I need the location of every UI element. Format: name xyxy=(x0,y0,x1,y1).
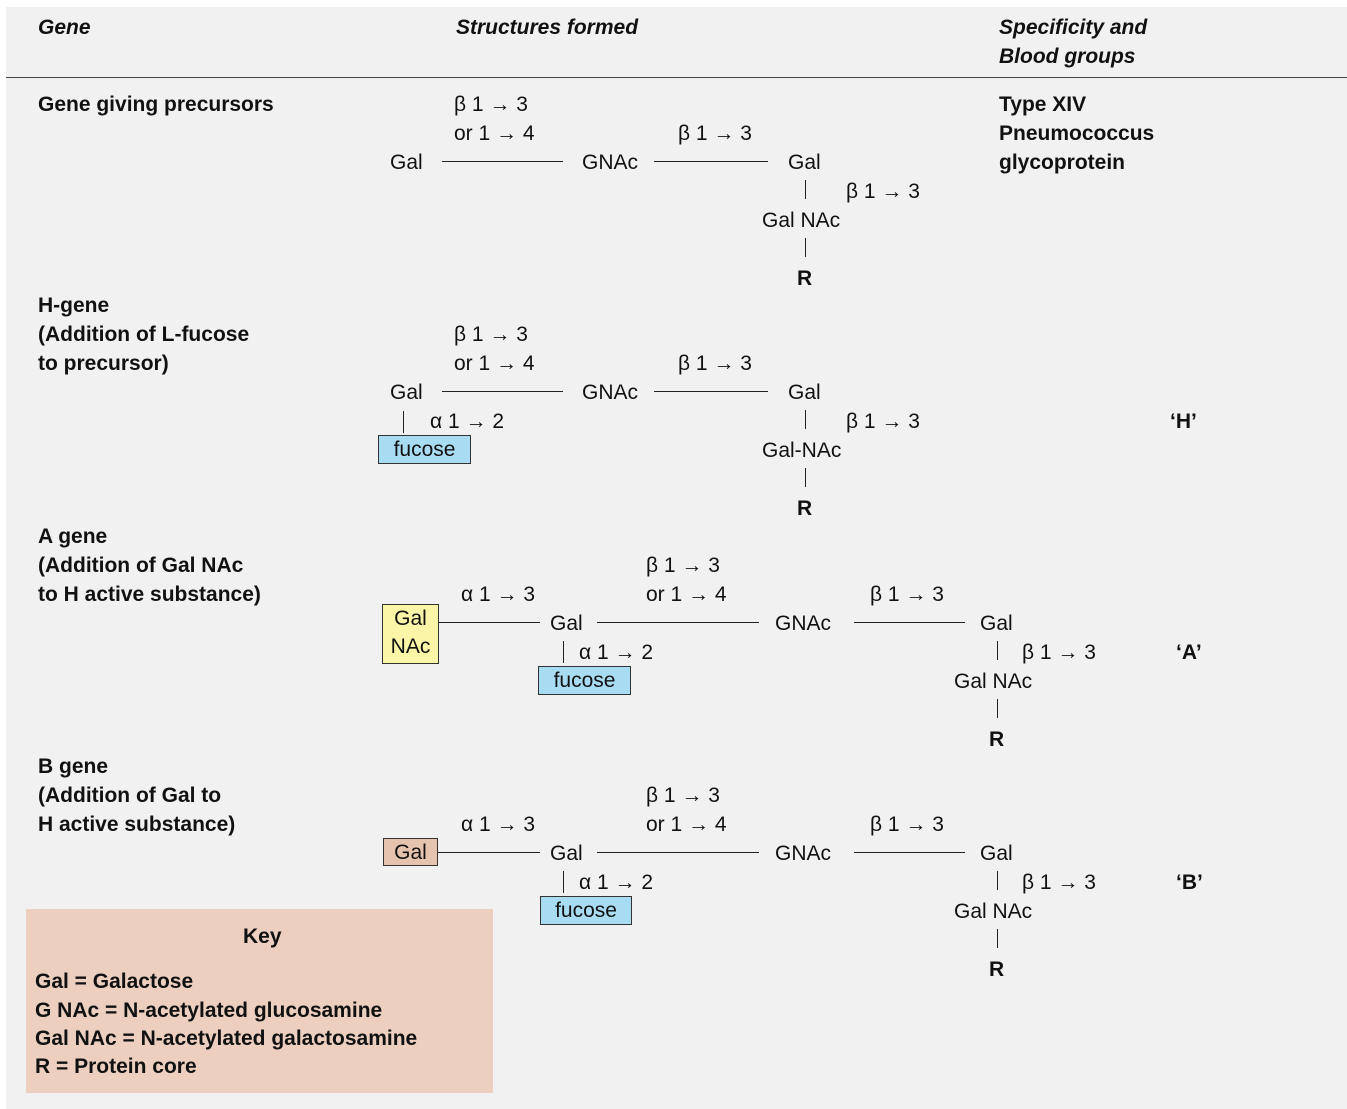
row4-link-or14: or 1 → 4 xyxy=(646,813,727,836)
row3-galnac: Gal NAc xyxy=(954,670,1033,693)
row3-bond xyxy=(439,622,540,624)
row2-link-b13-2: β 1 → 3 xyxy=(678,352,752,375)
row3-gene-line1: A gene xyxy=(38,525,108,548)
row3-gene-line2: (Addition of Gal NAc xyxy=(38,554,244,577)
row3-link-b13: β 1 → 3 xyxy=(646,554,720,577)
row3-link-b13-2: β 1 → 3 xyxy=(870,583,944,606)
key-item: R = Protein core xyxy=(35,1055,197,1078)
row1-bond xyxy=(654,161,768,163)
row2-gal: Gal xyxy=(390,381,423,404)
row3-gal-2: Gal xyxy=(980,612,1013,635)
row1-bond xyxy=(805,180,807,199)
row3-bond xyxy=(997,699,999,718)
row4-gene-line3: H active substance) xyxy=(38,813,236,836)
row1-gnac: GNAc xyxy=(582,151,639,174)
row4-bond xyxy=(438,852,540,854)
row2-gene-line1: H-gene xyxy=(38,294,110,317)
row1-link-or14: or 1 → 4 xyxy=(454,122,535,145)
row1-link-b13: β 1 → 3 xyxy=(454,93,528,116)
row3-r: R xyxy=(989,728,1005,751)
row2-gene-line3: to precursor) xyxy=(38,352,169,375)
row2-blood-group: ‘H’ xyxy=(1170,410,1197,433)
row1-spec-line1: Type XIV xyxy=(999,93,1087,116)
row3-bond xyxy=(597,622,759,624)
key-item: Gal = Galactose xyxy=(35,970,194,993)
key-title: Key xyxy=(243,925,282,948)
header-rule xyxy=(6,77,1347,78)
row4-bond xyxy=(563,871,565,893)
row4-gal: Gal xyxy=(550,842,583,865)
row4-gnac: GNAc xyxy=(775,842,832,865)
row4-bond xyxy=(597,852,759,854)
row3-gal: Gal xyxy=(550,612,583,635)
row2-gnac: GNAc xyxy=(582,381,639,404)
row1-bond xyxy=(442,161,563,163)
row4-galnac: Gal NAc xyxy=(954,900,1033,923)
row2-link-a12: α 1 → 2 xyxy=(430,410,505,433)
row4-link-b13-2: β 1 → 3 xyxy=(870,813,944,836)
row2-link-b13: β 1 → 3 xyxy=(454,323,528,346)
key-item: Gal NAc = N-acetylated galactosamine xyxy=(35,1027,418,1050)
row4-link-a12: α 1 → 2 xyxy=(579,871,654,894)
row4-gal-box: Gal xyxy=(383,838,438,866)
row2-bond xyxy=(805,410,807,429)
row3-fucose-box: fucose xyxy=(538,666,631,695)
row2-bond xyxy=(805,468,807,487)
row2-fucose-box: fucose xyxy=(378,435,471,464)
row2-link-b13-3: β 1 → 3 xyxy=(846,410,920,433)
header-specificity: Specificity and xyxy=(999,16,1148,39)
row3-link-a13: α 1 → 3 xyxy=(461,583,536,606)
row4-bond xyxy=(997,871,999,890)
row4-r: R xyxy=(989,958,1005,981)
row2-link-or14: or 1 → 4 xyxy=(454,352,535,375)
row1-link-b13-3: β 1 → 3 xyxy=(846,180,920,203)
row1-gal-2: Gal xyxy=(788,151,821,174)
row4-gene-line1: B gene xyxy=(38,755,109,778)
row3-gene-line3: to H active substance) xyxy=(38,583,261,606)
row3-link-a12: α 1 → 2 xyxy=(579,641,654,664)
row2-galnac: Gal-NAc xyxy=(762,439,842,462)
row2-bond xyxy=(654,391,768,393)
row1-gene-line1: Gene giving precursors xyxy=(38,93,274,116)
row3-bond xyxy=(854,622,965,624)
row4-link-b13: β 1 → 3 xyxy=(646,784,720,807)
row2-bond xyxy=(403,411,405,433)
row2-gal-2: Gal xyxy=(788,381,821,404)
row2-r: R xyxy=(797,497,813,520)
row1-link-b13-2: β 1 → 3 xyxy=(678,122,752,145)
row3-bond xyxy=(563,641,565,663)
key-box: Key Gal = Galactose G NAc = N-acetylated… xyxy=(26,909,493,1093)
row1-r: R xyxy=(797,267,813,290)
row1-spec-line3: glycoprotein xyxy=(999,151,1126,174)
row4-link-b13-3: β 1 → 3 xyxy=(1022,871,1096,894)
row2-bond xyxy=(442,391,563,393)
key-item: G NAc = N-acetylated glucosamine xyxy=(35,999,383,1022)
row3-bond xyxy=(997,641,999,660)
row2-gene-line2: (Addition of L-fucose xyxy=(38,323,250,346)
header-blood-groups: Blood groups xyxy=(999,45,1136,68)
row3-gnac: GNAc xyxy=(775,612,832,635)
row4-link-a13: α 1 → 3 xyxy=(461,813,536,836)
row4-gene-line2: (Addition of Gal to xyxy=(38,784,222,807)
row1-bond xyxy=(805,238,807,257)
row4-bond xyxy=(997,929,999,948)
row1-gal: Gal xyxy=(390,151,423,174)
row1-spec-line2: Pneumococcus xyxy=(999,122,1155,145)
header-gene: Gene xyxy=(38,16,91,39)
row3-link-or14: or 1 → 4 xyxy=(646,583,727,606)
row3-link-b13-3: β 1 → 3 xyxy=(1022,641,1096,664)
row1-galnac: Gal NAc xyxy=(762,209,841,232)
row3-blood-group: ‘A’ xyxy=(1176,641,1202,664)
row4-fucose-box: fucose xyxy=(540,896,632,925)
row4-gal-2: Gal xyxy=(980,842,1013,865)
row4-bond xyxy=(854,852,965,854)
row4-blood-group: ‘B’ xyxy=(1176,871,1203,894)
header-structures: Structures formed xyxy=(456,16,639,39)
